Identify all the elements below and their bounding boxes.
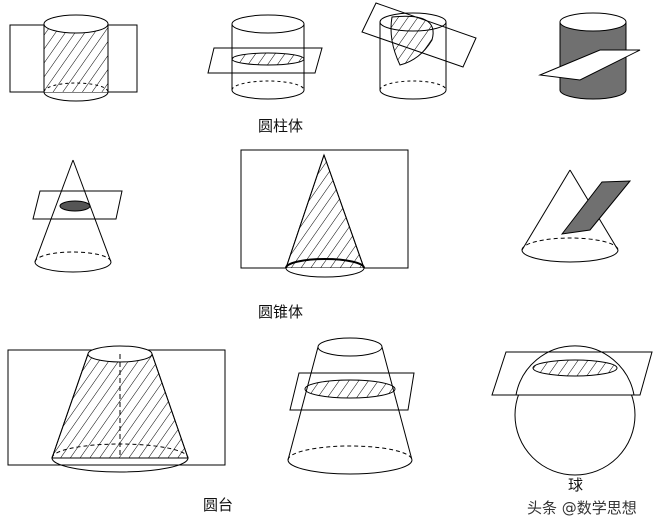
cylinder-horizontal-section [207,14,323,100]
cylinder-axial-section [9,14,138,102]
cone-horizontal-section [32,159,123,273]
label-sphere: 球 [568,476,584,494]
label-cone: 圆锥体 [258,303,304,321]
label-frustum: 圆台 [203,496,234,514]
frustum-axial-section [7,345,226,473]
cone-oblique-section [521,169,632,263]
cone-axial-section [240,149,409,278]
sphere-section [491,345,653,476]
cylinder-oblique-section [361,2,477,100]
frustum-horizontal-section [287,337,415,475]
cylinder-shaded-section [538,12,641,100]
label-cylinder: 圆柱体 [258,117,304,135]
watermark: 头条 @数学思想 [527,499,637,517]
